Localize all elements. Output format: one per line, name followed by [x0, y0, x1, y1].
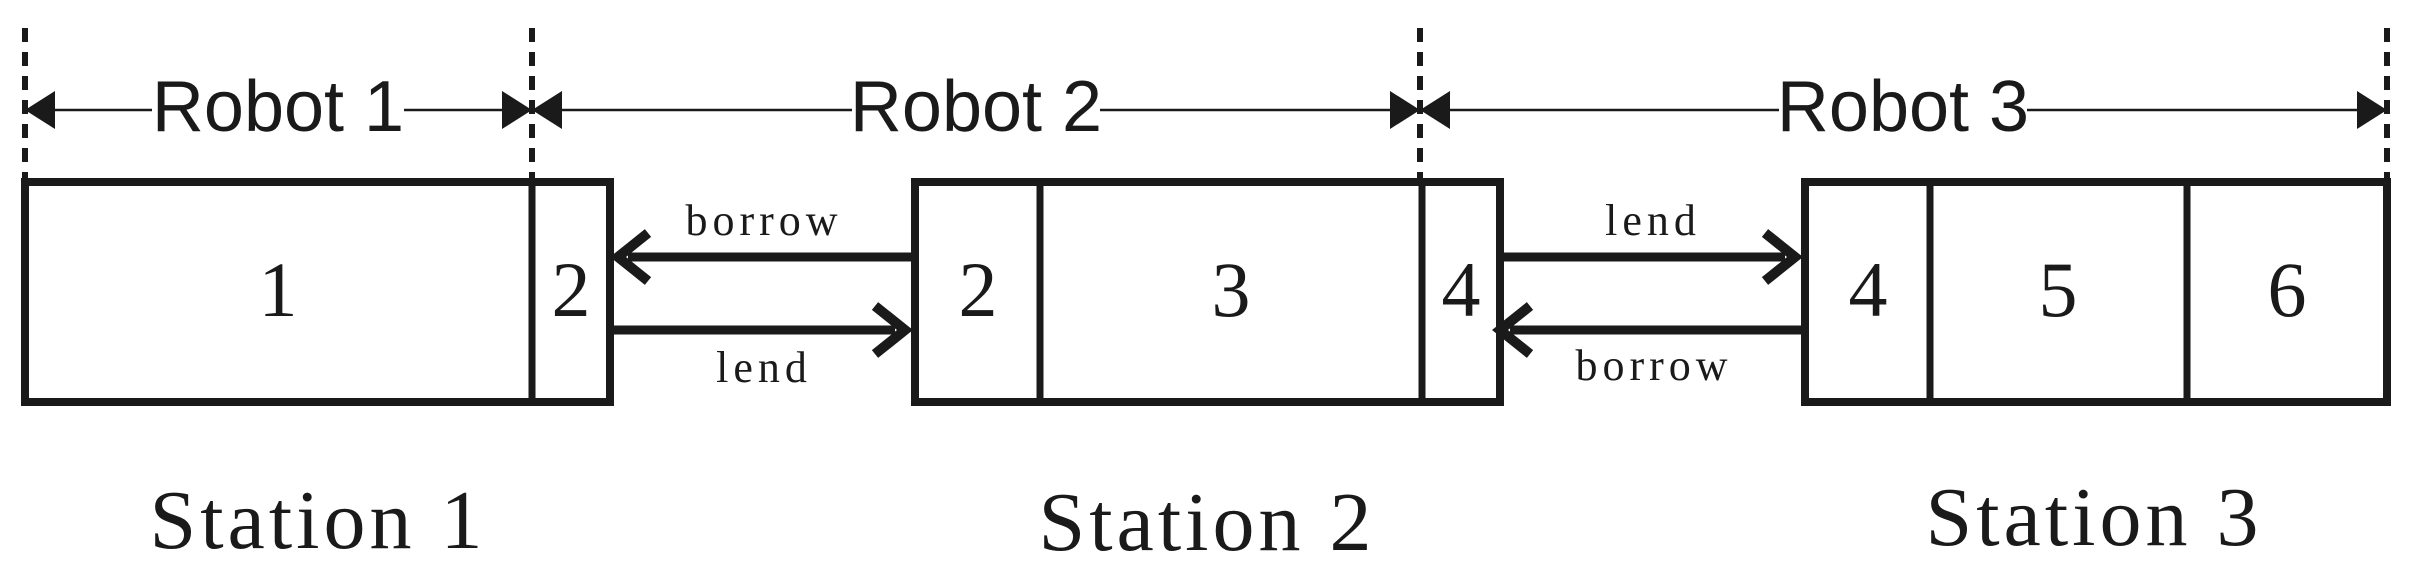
station-1-cell-1-label: 1	[259, 246, 298, 333]
robot-2-span: Robot 2	[532, 67, 1420, 147]
station-3-cell-2-label: 5	[2039, 246, 2078, 333]
robot-2-right-arrowhead-icon	[1390, 91, 1420, 129]
station-labels: Station 1 Station 2 Station 3	[149, 471, 2262, 569]
robot-2-label: Robot 2	[850, 67, 1102, 147]
robot-3-left-arrowhead-icon	[1420, 91, 1450, 129]
station-1-box: 1 2	[21, 178, 614, 406]
exchange-2: lend borrow	[1491, 196, 1805, 390]
robot-1-left-arrowhead-icon	[25, 91, 55, 129]
station-3-outline	[1801, 178, 2391, 406]
station-3-cell-3-label: 6	[2268, 246, 2307, 333]
robot-1-right-arrowhead-icon	[502, 91, 532, 129]
borrow-arrow-1-head-icon	[609, 229, 652, 285]
robot-3-span: Robot 3	[1420, 67, 2387, 147]
robot-2-left-arrowhead-icon	[532, 91, 562, 129]
station-2-cell-2-label: 3	[1212, 246, 1251, 333]
station-2-box: 2 3 4	[911, 178, 1504, 406]
station-2-cell-3-label: 4	[1442, 246, 1481, 333]
borrow-label-1: borrow	[685, 196, 842, 245]
lend-arrow-2-head-icon	[1761, 229, 1804, 285]
station-1-outline	[21, 178, 614, 406]
robot-3-label: Robot 3	[1777, 67, 2029, 147]
station-3-cell-1-label: 4	[1849, 246, 1888, 333]
station-3-label: Station 3	[1925, 471, 2262, 564]
borrow-label-2: borrow	[1575, 341, 1732, 390]
exchange-1: borrow lend	[609, 196, 915, 392]
station-2-outline	[911, 178, 1504, 406]
robot-1-span: Robot 1	[25, 67, 532, 147]
robot-3-right-arrowhead-icon	[2357, 91, 2387, 129]
lend-arrow-1-head-icon	[871, 302, 914, 358]
zone-boundaries	[22, 28, 2390, 182]
station-1-cell-2-label: 2	[552, 246, 591, 333]
robot-1-label: Robot 1	[152, 67, 404, 147]
borrow-arrow-2-head-icon	[1491, 302, 1534, 358]
station-1-label: Station 1	[149, 474, 486, 567]
lend-label-2: lend	[1605, 196, 1701, 245]
lend-label-1: lend	[716, 343, 812, 392]
station-3-box: 4 5 6	[1801, 178, 2391, 406]
station-2-cell-1-label: 2	[959, 246, 998, 333]
station-2-label: Station 2	[1038, 476, 1375, 569]
